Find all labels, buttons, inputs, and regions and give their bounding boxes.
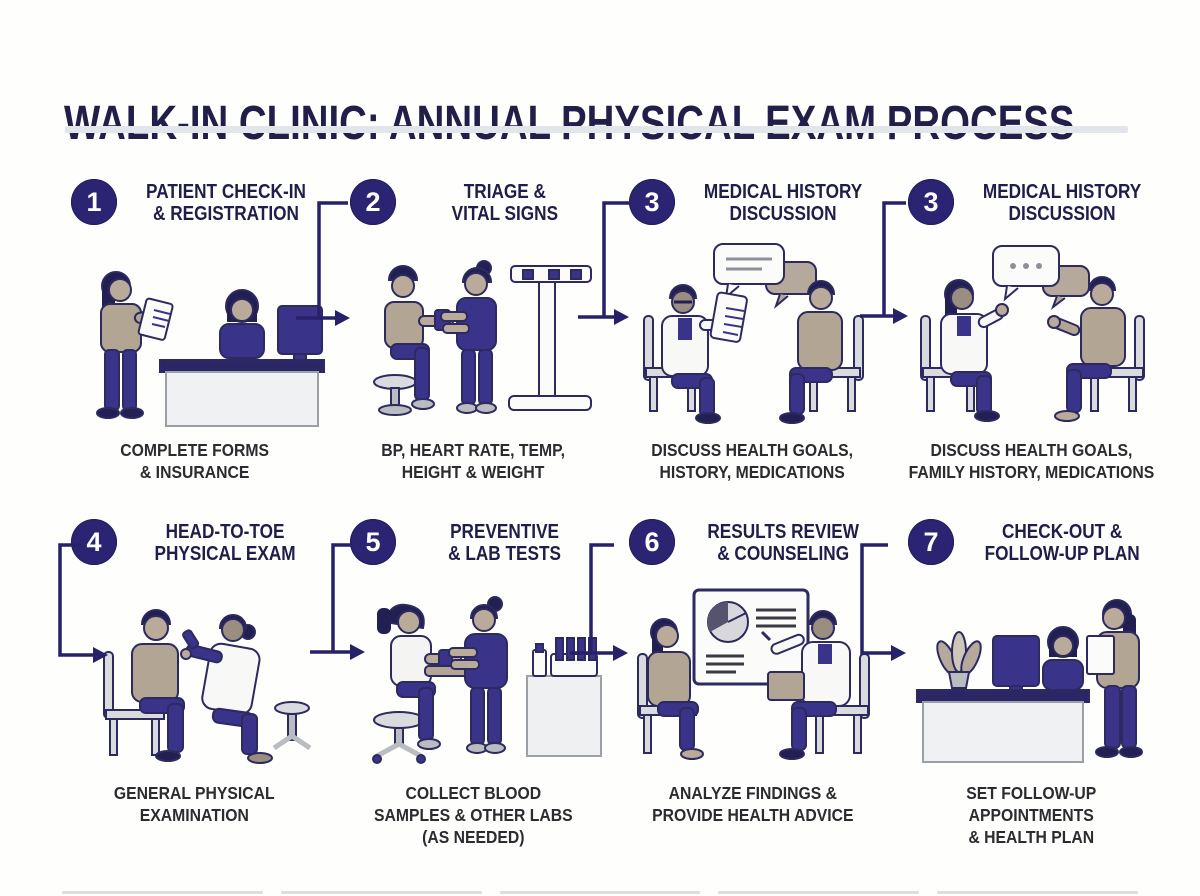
step-caption: GENERAL PHYSICAL EXAMINATION (114, 783, 275, 825)
step-card-3: 3 MEDICAL HISTORY DISCUSSION (613, 178, 892, 484)
step-2-header: 2 TRIAGE & VITAL SIGNS (334, 178, 613, 236)
step-number-badge: 4 (71, 519, 117, 565)
step-3-header: 3 MEDICAL HISTORY DISCUSSION (613, 178, 892, 236)
step-caption: COLLECT BLOOD SAMPLES & OTHER LABS (AS N… (374, 783, 573, 847)
doctor-patient-conversation-icon (919, 245, 1145, 422)
step-title: TRIAGE & VITAL SIGNS (451, 181, 558, 226)
step-number-badge: 3 (908, 179, 954, 225)
checkout-desk-icon (915, 599, 1143, 763)
otoscope-exam-icon (102, 609, 311, 764)
reception-check-in-icon (95, 271, 325, 427)
step-number-badge: 6 (629, 519, 675, 565)
blood-draw-lab-icon (371, 596, 602, 764)
step-card-7: 7 CHECK-OUT & FOLLOW-UP PLAN (892, 518, 1171, 849)
results-chart-icon (636, 588, 870, 760)
step-caption: COMPLETE FORMS & INSURANCE (120, 440, 269, 482)
step-number-badge: 3 (629, 179, 675, 225)
step-caption: SET FOLLOW-UP APPOINTMENTS & HEALTH PLAN (966, 783, 1097, 847)
step-card-4: 4 HEAD-TO-TOE PHYSICAL EXAM (55, 518, 334, 849)
step-card-1: 1 PATIENT CHECK-IN & REGISTRATION (55, 178, 334, 484)
step-caption: BP, HEART RATE, TEMP, HEIGHT & WEIGHT (381, 440, 566, 482)
process-row-1: 1 PATIENT CHECK-IN & REGISTRATION (55, 178, 1173, 484)
step-title: RESULTS REVIEW & COUNSELING (707, 521, 860, 566)
step-5-header: 5 PREVENTIVE & LAB TESTS (334, 518, 613, 576)
step-6-header: 6 RESULTS REVIEW & COUNSELING (613, 518, 892, 576)
step-title: PREVENTIVE & LAB TESTS (448, 521, 561, 566)
title-underline (65, 126, 1128, 133)
step-caption: DISCUSS HEALTH GOALS, FAMILY HISTORY, ME… (908, 440, 1155, 482)
step-title: HEAD-TO-TOE PHYSICAL EXAM (154, 521, 297, 566)
blood-pressure-scale-icon (372, 260, 592, 416)
step-card-2: 2 TRIAGE & VITAL SIGNS (334, 178, 613, 484)
step-caption: DISCUSS HEALTH GOALS, HISTORY, MEDICATIO… (651, 440, 854, 482)
step-card-6: 6 RESULTS REVIEW & COUNSELING (613, 518, 892, 849)
step-title: CHECK-OUT & FOLLOW-UP PLAN (984, 521, 1141, 566)
step-title: MEDICAL HISTORY DISCUSSION (704, 181, 863, 226)
doctor-clipboard-talk-icon (642, 243, 864, 424)
step-number-badge: 7 (908, 519, 954, 565)
step-3b-header: 3 MEDICAL HISTORY DISCUSSION (892, 178, 1171, 236)
step-1-header: 1 PATIENT CHECK-IN & REGISTRATION (55, 178, 334, 236)
step-7-header: 7 CHECK-OUT & FOLLOW-UP PLAN (892, 518, 1171, 576)
bottom-cutoff-artifact (62, 891, 1138, 894)
step-number-badge: 1 (71, 179, 117, 225)
step-title: MEDICAL HISTORY DISCUSSION (983, 181, 1142, 226)
step-card-5: 5 PREVENTIVE & LAB TESTS (334, 518, 613, 849)
step-number-badge: 5 (350, 519, 396, 565)
step-4-header: 4 HEAD-TO-TOE PHYSICAL EXAM (55, 518, 334, 576)
step-title: PATIENT CHECK-IN & REGISTRATION (145, 181, 306, 226)
page-title: WALK-IN CLINIC: ANNUAL PHYSICAL EXAM PRO… (64, 97, 1075, 151)
step-caption: ANALYZE FINDINGS & PROVIDE HEALTH ADVICE (651, 783, 854, 825)
process-row-2: 4 HEAD-TO-TOE PHYSICAL EXAM (55, 518, 1173, 849)
step-number-badge: 2 (350, 179, 396, 225)
step-card-3b: 3 MEDICAL HISTORY DISCUSSION (892, 178, 1171, 484)
